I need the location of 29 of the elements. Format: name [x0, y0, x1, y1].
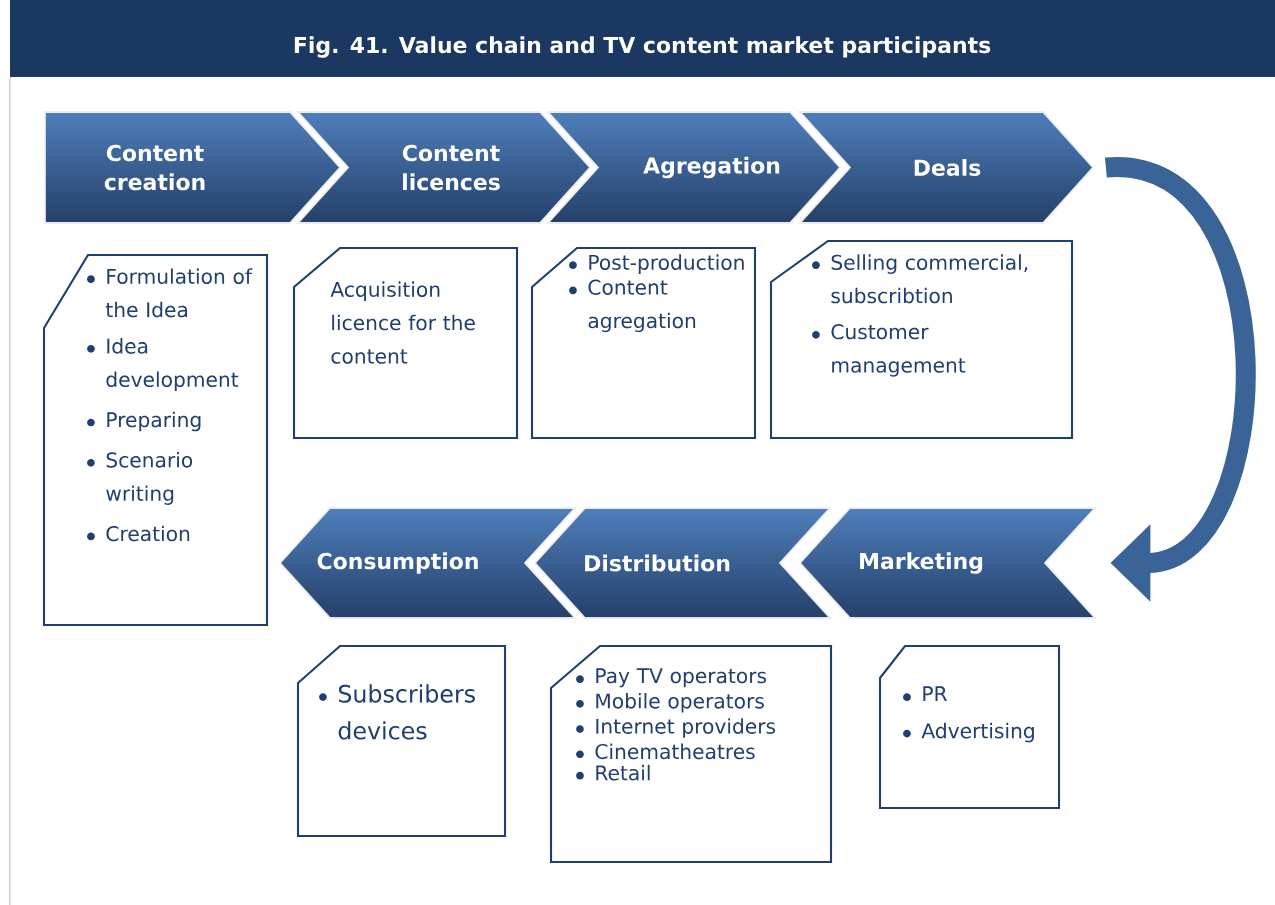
list-item: Subscribers devices	[338, 684, 475, 740]
list-item: Post-production	[589, 254, 744, 274]
list-item: Retail	[596, 764, 650, 781]
list-item: Selling commercial, subscribtion	[831, 254, 1028, 304]
text-card	[878, 644, 1061, 810]
curved-arrow	[1104, 157, 1256, 602]
list-item: PR	[923, 686, 947, 702]
list-item: Creation	[106, 525, 190, 542]
list-item: Cinematheatres	[595, 743, 755, 760]
chevron-box: Content creation	[44, 111, 342, 224]
title-banner: Fig. 41. Value chain and TV content market participants	[10, 0, 1275, 77]
text-card	[549, 644, 833, 864]
text-card	[296, 644, 507, 838]
text-card	[769, 239, 1074, 440]
list-item: Preparing	[107, 411, 201, 432]
list-item: Pay TV operators	[596, 668, 767, 688]
list-item: Customer management	[831, 324, 966, 377]
list-item: Content agregation	[588, 279, 696, 333]
text-card	[42, 253, 269, 627]
list-item: Idea development	[106, 338, 239, 391]
list-item: Acquisition licence for the content	[330, 281, 475, 364]
text-card	[530, 246, 757, 440]
list-item: Mobile operators	[596, 693, 764, 713]
list-item: Formulation of the Idea	[105, 268, 253, 318]
list-item: Scenario writing	[106, 452, 193, 505]
chevron-box: Deals	[798, 111, 1095, 224]
list-item: Advertising	[921, 722, 1034, 743]
text-card	[292, 246, 519, 440]
list-item: Internet providers	[596, 718, 776, 738]
